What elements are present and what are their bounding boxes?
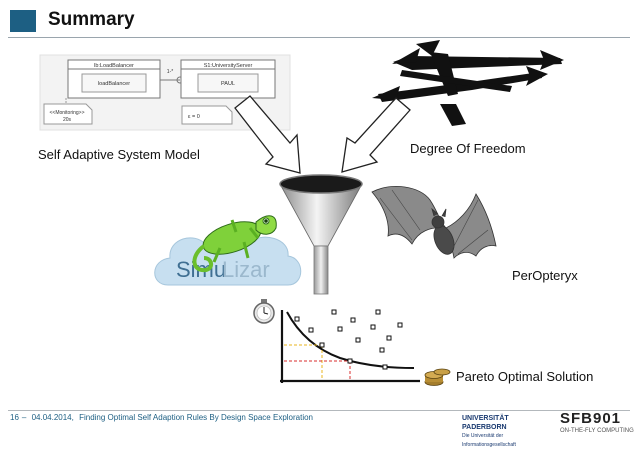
footer-text: 16– 04.04.2014, Finding Optimal Self Ada… xyxy=(10,413,313,422)
chameleon-icon xyxy=(192,215,277,273)
funnel-icon xyxy=(279,174,363,295)
arrow-to-funnel-right xyxy=(341,97,411,173)
arrows-icon xyxy=(372,40,564,126)
uml-right-inner: PAUL xyxy=(221,81,235,87)
title-divider xyxy=(8,37,630,38)
sfb-logo: SFB901 xyxy=(560,410,622,427)
uml-note-left-line2: 20s xyxy=(63,117,72,123)
dominated-point xyxy=(397,322,403,328)
footer-talk-title: Finding Optimal Self Adaption Rules By D… xyxy=(79,413,313,422)
pareto-point xyxy=(294,316,300,322)
bat-icon xyxy=(371,186,497,259)
label-system-model: Self Adaptive System Model xyxy=(38,147,200,162)
label-degree-of-freedom: Degree Of Freedom xyxy=(410,141,526,156)
dominated-point xyxy=(375,309,381,315)
university-tagline: Die Universität der Informationsgesellsc… xyxy=(462,433,516,448)
label-pareto-optimal: Pareto Optimal Solution xyxy=(456,369,594,384)
uml-note-right: ε = 0 xyxy=(188,114,200,120)
pareto-point xyxy=(319,342,325,348)
dominated-point xyxy=(370,324,376,330)
summary-illustration: lb:LoadBalancer loadBalancer 1-* S1:Univ… xyxy=(39,40,564,386)
arrow-to-funnel-left xyxy=(234,95,301,174)
pareto-point xyxy=(347,358,353,364)
label-peropteryx: PerOpteryx xyxy=(512,268,578,283)
uml-left-inner: loadBalancer xyxy=(98,81,130,87)
pareto-chart xyxy=(280,309,420,383)
simulizar-text-part2: Lizar xyxy=(222,257,270,282)
dominated-point xyxy=(337,326,343,332)
slide-title: Summary xyxy=(48,9,135,30)
uml-right-header: S1:UniversityServer xyxy=(204,63,253,69)
footer-date: 04.04.2014, xyxy=(31,413,74,422)
stopwatch-icon xyxy=(253,299,275,324)
uml-multiplicity: 1-* xyxy=(167,69,173,75)
dominated-point xyxy=(331,309,337,315)
coins-icon xyxy=(424,368,451,386)
sfb-logo-subtitle: ON-THE-FLY COMPUTING xyxy=(560,428,634,434)
dominated-point xyxy=(350,317,356,323)
title-accent-square xyxy=(10,10,36,32)
dominated-point xyxy=(355,337,361,343)
university-name: UNIVERSITÄT PADERBORN xyxy=(462,415,509,431)
pareto-points xyxy=(294,309,403,370)
footer-divider xyxy=(8,410,630,411)
uml-component-diagram: lb:LoadBalancer loadBalancer 1-* S1:Univ… xyxy=(39,54,291,131)
pareto-point xyxy=(382,364,388,370)
uml-note-left-line1: <<Monitoring>> xyxy=(49,110,84,116)
pareto-point xyxy=(308,327,314,333)
dominated-point xyxy=(386,335,392,341)
university-logo: UNIVERSITÄT PADERBORN Die Universität de… xyxy=(462,414,554,450)
uml-left-header: lb:LoadBalancer xyxy=(94,63,134,69)
dominated-point xyxy=(379,347,385,353)
footer-page-number: 16 xyxy=(10,413,19,422)
